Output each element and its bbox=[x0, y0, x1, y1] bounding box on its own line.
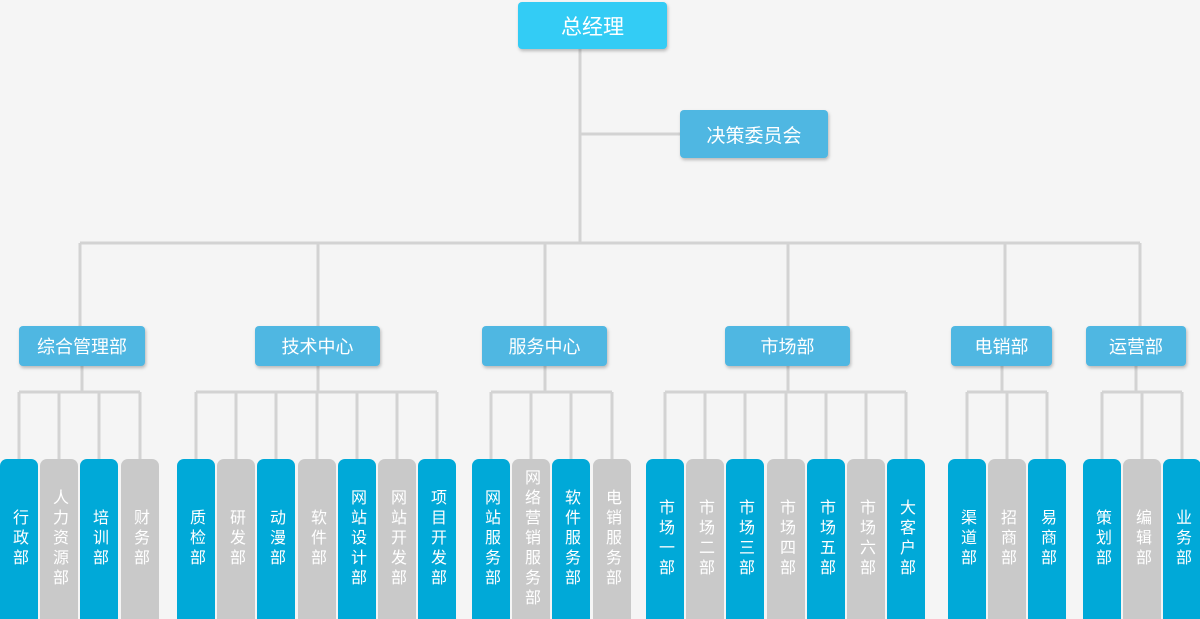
sub-department-label: 网站开发部 bbox=[388, 489, 407, 589]
sub-department-node[interactable]: 渠道部 bbox=[948, 459, 986, 619]
sub-department-node[interactable]: 财务部 bbox=[121, 459, 159, 619]
sub-department-node[interactable]: 行政部 bbox=[0, 459, 38, 619]
sub-department-label: 研发部 bbox=[227, 509, 246, 569]
sub-department-label: 网站设计部 bbox=[348, 489, 367, 589]
sub-department-label: 市场二部 bbox=[696, 499, 715, 579]
sub-department-label: 易商部 bbox=[1038, 509, 1057, 569]
sub-department-node[interactable]: 网站服务部 bbox=[472, 459, 510, 619]
sub-department-node[interactable]: 软件部 bbox=[298, 459, 336, 619]
sub-department-node[interactable]: 研发部 bbox=[217, 459, 255, 619]
sub-department-label: 市场五部 bbox=[817, 499, 836, 579]
sub-department-node[interactable]: 市场二部 bbox=[686, 459, 724, 619]
sub-department-label: 动漫部 bbox=[267, 509, 286, 569]
department-node[interactable]: 综合管理部 bbox=[19, 326, 145, 366]
sub-department-label: 财务部 bbox=[131, 509, 150, 569]
sub-department-label: 电销服务部 bbox=[603, 489, 622, 589]
sub-department-label: 市场六部 bbox=[857, 499, 876, 579]
sub-department-label: 行政部 bbox=[10, 509, 29, 569]
sub-department-node[interactable]: 市场三部 bbox=[726, 459, 764, 619]
sub-department-label: 市场一部 bbox=[656, 499, 675, 579]
decision-committee-node[interactable]: 决策委员会 bbox=[680, 110, 828, 158]
sub-department-label: 市场三部 bbox=[736, 499, 755, 579]
sub-department-node[interactable]: 人力资源部 bbox=[40, 459, 78, 619]
sub-department-node[interactable]: 市场一部 bbox=[646, 459, 684, 619]
sub-department-label: 招商部 bbox=[998, 509, 1017, 569]
sub-department-node[interactable]: 网络营销服务部 bbox=[512, 459, 550, 619]
sub-department-node[interactable]: 市场五部 bbox=[807, 459, 845, 619]
general-manager-node[interactable]: 总经理 bbox=[518, 2, 667, 49]
department-node[interactable]: 电销部 bbox=[951, 326, 1052, 366]
sub-department-label: 渠道部 bbox=[958, 509, 977, 569]
department-node[interactable]: 技术中心 bbox=[255, 326, 380, 366]
sub-department-node[interactable]: 网站设计部 bbox=[338, 459, 376, 619]
sub-department-node[interactable]: 市场四部 bbox=[767, 459, 805, 619]
sub-department-node[interactable]: 软件服务部 bbox=[552, 459, 590, 619]
sub-department-label: 项目开发部 bbox=[428, 489, 447, 589]
sub-department-label: 软件部 bbox=[308, 509, 327, 569]
department-node[interactable]: 市场部 bbox=[725, 326, 850, 366]
sub-department-node[interactable]: 培训部 bbox=[80, 459, 118, 619]
sub-department-label: 大客户部 bbox=[897, 499, 916, 579]
sub-department-label: 市场四部 bbox=[777, 499, 796, 579]
sub-department-label: 策划部 bbox=[1093, 509, 1112, 569]
sub-department-node[interactable]: 电销服务部 bbox=[593, 459, 631, 619]
sub-department-node[interactable]: 质检部 bbox=[177, 459, 215, 619]
sub-department-node[interactable]: 编辑部 bbox=[1123, 459, 1161, 619]
sub-department-label: 业务部 bbox=[1173, 509, 1192, 569]
sub-department-label: 培训部 bbox=[90, 509, 109, 569]
sub-department-node[interactable]: 业务部 bbox=[1163, 459, 1200, 619]
sub-department-label: 网络营销服务部 bbox=[522, 469, 541, 609]
sub-department-label: 网站服务部 bbox=[482, 489, 501, 589]
sub-department-label: 质检部 bbox=[187, 509, 206, 569]
department-node[interactable]: 服务中心 bbox=[482, 326, 607, 366]
sub-department-label: 编辑部 bbox=[1133, 509, 1152, 569]
sub-department-node[interactable]: 策划部 bbox=[1083, 459, 1121, 619]
sub-department-label: 软件服务部 bbox=[562, 489, 581, 589]
sub-department-label: 人力资源部 bbox=[50, 489, 69, 589]
department-node[interactable]: 运营部 bbox=[1086, 326, 1186, 366]
sub-department-node[interactable]: 市场六部 bbox=[847, 459, 885, 619]
sub-department-node[interactable]: 动漫部 bbox=[257, 459, 295, 619]
sub-department-node[interactable]: 大客户部 bbox=[887, 459, 925, 619]
sub-department-node[interactable]: 易商部 bbox=[1028, 459, 1066, 619]
sub-department-node[interactable]: 项目开发部 bbox=[418, 459, 456, 619]
sub-department-node[interactable]: 招商部 bbox=[988, 459, 1026, 619]
sub-department-node[interactable]: 网站开发部 bbox=[378, 459, 416, 619]
